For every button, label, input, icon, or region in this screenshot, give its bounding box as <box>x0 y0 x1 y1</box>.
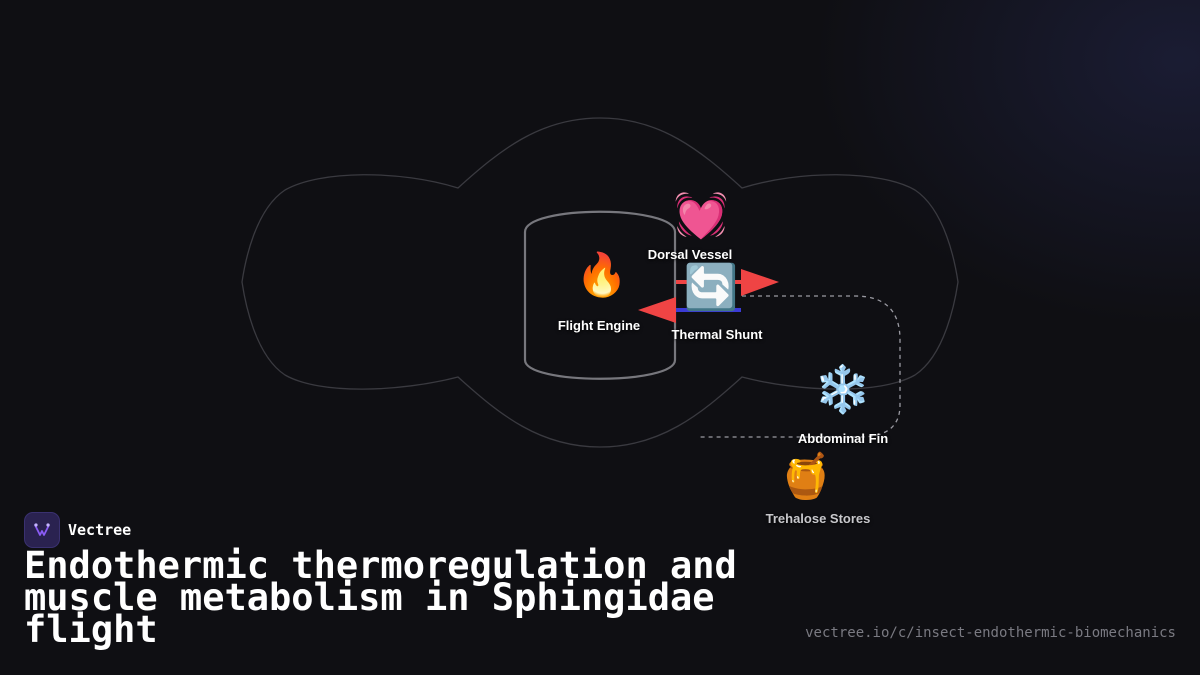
node-label-flight-engine: Flight Engine <box>557 318 641 333</box>
node-label-dorsal-vessel: Dorsal Vessel <box>647 247 733 262</box>
counterclockwise-arrows-icon: 🔄 <box>683 262 739 313</box>
snowflake-icon: ❄️ <box>814 362 872 416</box>
fire-icon: 🔥 <box>575 250 629 299</box>
brand-name: Vectree <box>68 521 132 539</box>
beating-heart-icon: 💓 <box>673 190 729 241</box>
brand: Vectree <box>24 512 131 548</box>
node-label-abdominal-fin: Abdominal Fin <box>797 431 889 446</box>
hot-flow-arrowhead <box>741 269 779 296</box>
source-url: vectree.io/c/insect-endothermic-biomecha… <box>805 625 1176 641</box>
circulation-path-dashed <box>698 295 901 438</box>
thorax-cylinder <box>523 210 677 380</box>
honey-pot-icon: 🍯 <box>778 451 834 502</box>
vectree-logo-icon <box>24 512 60 548</box>
node-label-trehalose-stores: Trehalose Stores <box>765 511 871 526</box>
return-flow-arrowhead <box>638 297 676 323</box>
node-label-thermal-shunt: Thermal Shunt <box>671 327 763 342</box>
page-title: Endothermic thermoregulation and muscle … <box>24 544 737 651</box>
moth-silhouette <box>241 117 959 448</box>
